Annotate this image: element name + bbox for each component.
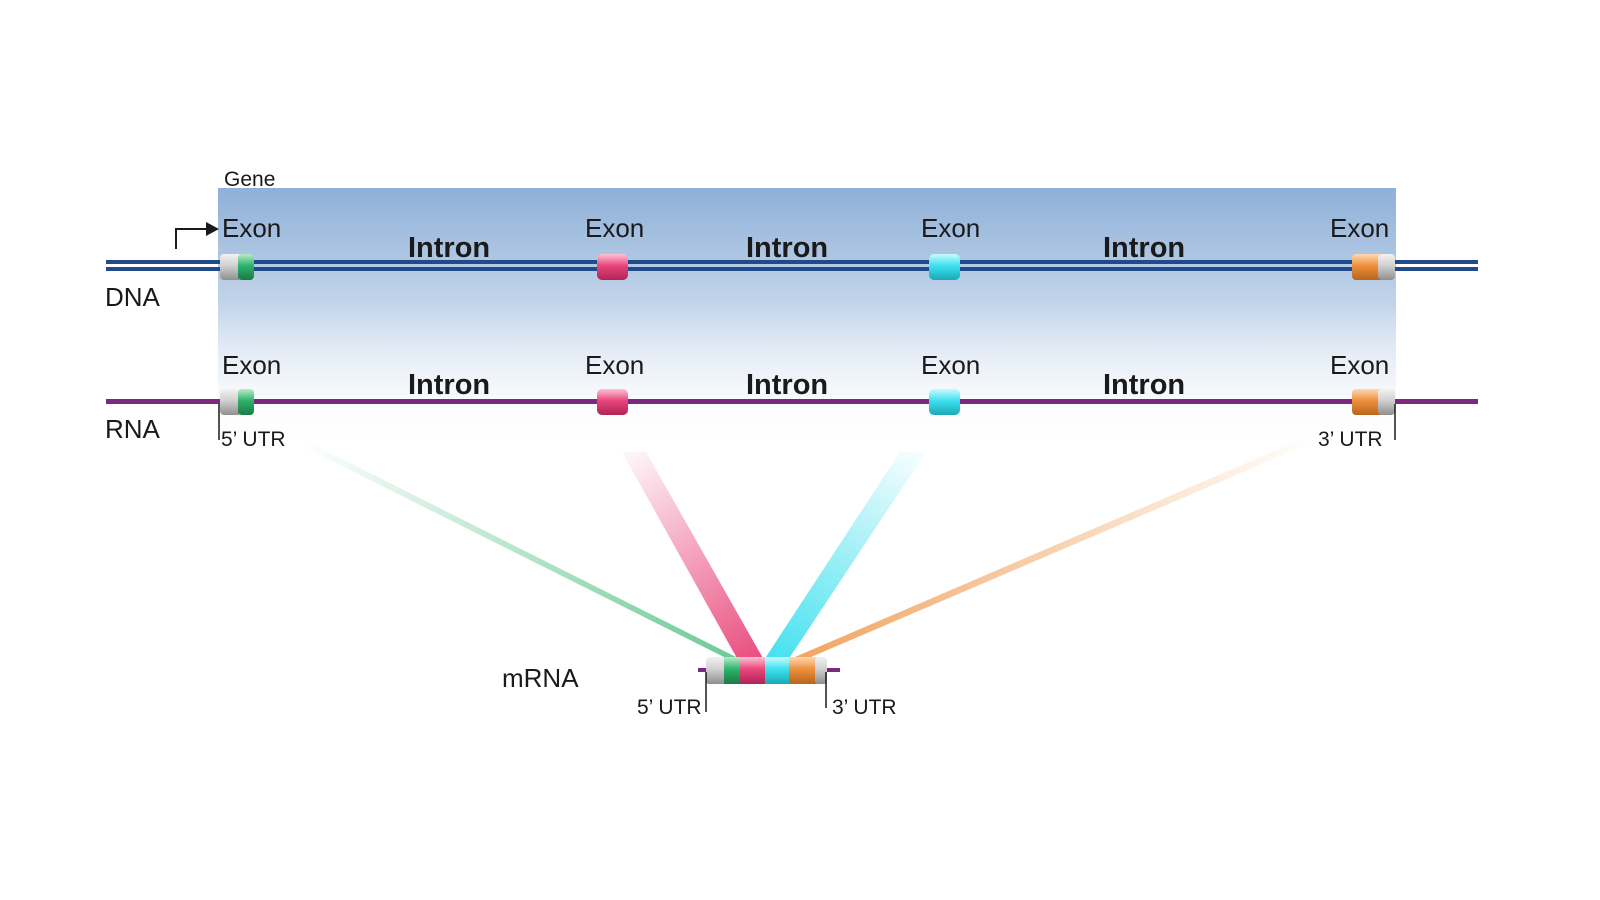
dna-intron-label-2: Intron (746, 232, 828, 264)
rna-intron-label-1: Intron (408, 369, 490, 401)
rna-exon-label-2: Exon (585, 350, 644, 380)
gene-region-box (218, 188, 1396, 450)
dna-label: DNA (105, 282, 161, 312)
splice-beam-cyan (764, 452, 926, 660)
mrna-5utr-label: 5’ UTR (637, 696, 702, 719)
rna-exon-3 (929, 389, 960, 415)
mrna-label: mRNA (502, 663, 579, 693)
rna-exon-2 (597, 389, 628, 415)
dna-exon-label-2: Exon (585, 213, 644, 243)
splice-beam-orange (788, 440, 1318, 660)
mrna-3utr-label: 3’ UTR (832, 696, 897, 719)
splice-beam-green (298, 444, 742, 660)
dna-exon-label-4: Exon (1330, 213, 1389, 243)
rna-label: RNA (105, 414, 161, 444)
rna-intron-label-3: Intron (1103, 369, 1185, 401)
rna-exon-1 (220, 389, 254, 415)
rna-exon-4 (1352, 389, 1395, 415)
rna-intron-label-2: Intron (746, 369, 828, 401)
rna-exon-label-4: Exon (1330, 350, 1389, 380)
rna-3utr-label: 3’ UTR (1318, 428, 1383, 451)
dna-intron-label-1: Intron (408, 232, 490, 264)
dna-exon-3 (929, 254, 960, 280)
transcription-start-arrow-icon (175, 222, 219, 249)
dna-strand (106, 260, 1478, 271)
rna-strand (106, 399, 1478, 404)
dna-exon-2 (597, 254, 628, 280)
rna-exon-label-3: Exon (921, 350, 980, 380)
dna-exon-label-3: Exon (921, 213, 980, 243)
dna-exon-1 (220, 254, 254, 280)
dna-exon-label-1: Exon (222, 213, 281, 243)
dna-intron-label-3: Intron (1103, 232, 1185, 264)
mrna-exon-blocks (706, 657, 827, 684)
rna-exon-label-1: Exon (222, 350, 281, 380)
gene-label: Gene (224, 168, 275, 191)
rna-5utr-label: 5’ UTR (221, 428, 286, 451)
splice-beam-pink (622, 452, 764, 660)
dna-exon-4 (1352, 254, 1395, 280)
